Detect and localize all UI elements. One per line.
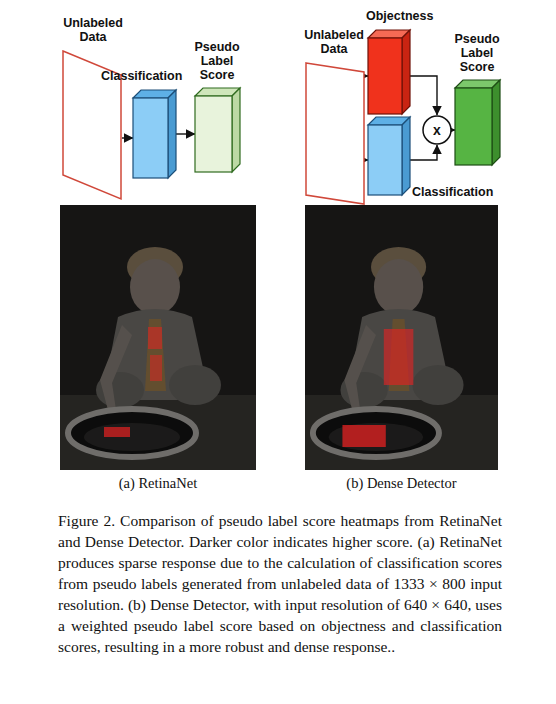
block-label: Objectness bbox=[366, 9, 433, 23]
flow-arrow bbox=[410, 76, 437, 115]
multiply-circle-shape bbox=[423, 116, 451, 144]
score-block-outline bbox=[195, 88, 240, 172]
block-side bbox=[402, 117, 410, 195]
classification-block: Classification bbox=[368, 117, 410, 195]
block-front bbox=[368, 125, 402, 195]
flow-arrow bbox=[122, 137, 133, 138]
block-label: Classification bbox=[412, 185, 493, 199]
block-front bbox=[368, 38, 402, 114]
photo-retinanet bbox=[60, 205, 256, 470]
data-parallelogram: Unlabeled Data bbox=[305, 62, 365, 205]
block-front bbox=[455, 88, 492, 165]
flow-arrow bbox=[410, 145, 437, 160]
block-label: Pseudo Label Score bbox=[447, 32, 507, 74]
classification-block-outline bbox=[368, 117, 410, 195]
block-front bbox=[133, 98, 168, 178]
block-label: Unlabeled Data bbox=[56, 16, 130, 44]
data-parallelogram-outline bbox=[305, 62, 365, 205]
photo-dense-detector bbox=[305, 205, 498, 470]
multiply-circle: x bbox=[422, 115, 452, 145]
block-front bbox=[195, 96, 232, 172]
block-label: Classification bbox=[101, 69, 182, 83]
score-block: Pseudo Label Score bbox=[195, 88, 240, 172]
block-label: Pseudo Label Score bbox=[187, 40, 247, 82]
score-block-outline bbox=[455, 80, 500, 165]
objectness-block-outline bbox=[368, 30, 410, 114]
flow-arrow bbox=[176, 133, 195, 134]
data-parallelogram-shape bbox=[306, 63, 364, 204]
operator-symbol: x bbox=[422, 115, 452, 145]
block-side bbox=[492, 80, 500, 165]
block-side bbox=[232, 88, 240, 172]
classification-block-outline bbox=[133, 90, 176, 178]
score-block: Pseudo Label Score bbox=[455, 80, 500, 165]
subfigure-label: (a) RetinaNet bbox=[60, 474, 256, 492]
objectness-block: Objectness bbox=[368, 30, 410, 114]
block-side bbox=[402, 30, 410, 114]
subfigure-label: (b) Dense Detector bbox=[305, 474, 498, 492]
block-side bbox=[168, 90, 176, 178]
block-label: Unlabeled Data bbox=[297, 28, 371, 56]
classification-block: Classification bbox=[133, 90, 176, 178]
figure-caption: Figure 2. Comparison of pseudo label sco… bbox=[58, 510, 502, 657]
